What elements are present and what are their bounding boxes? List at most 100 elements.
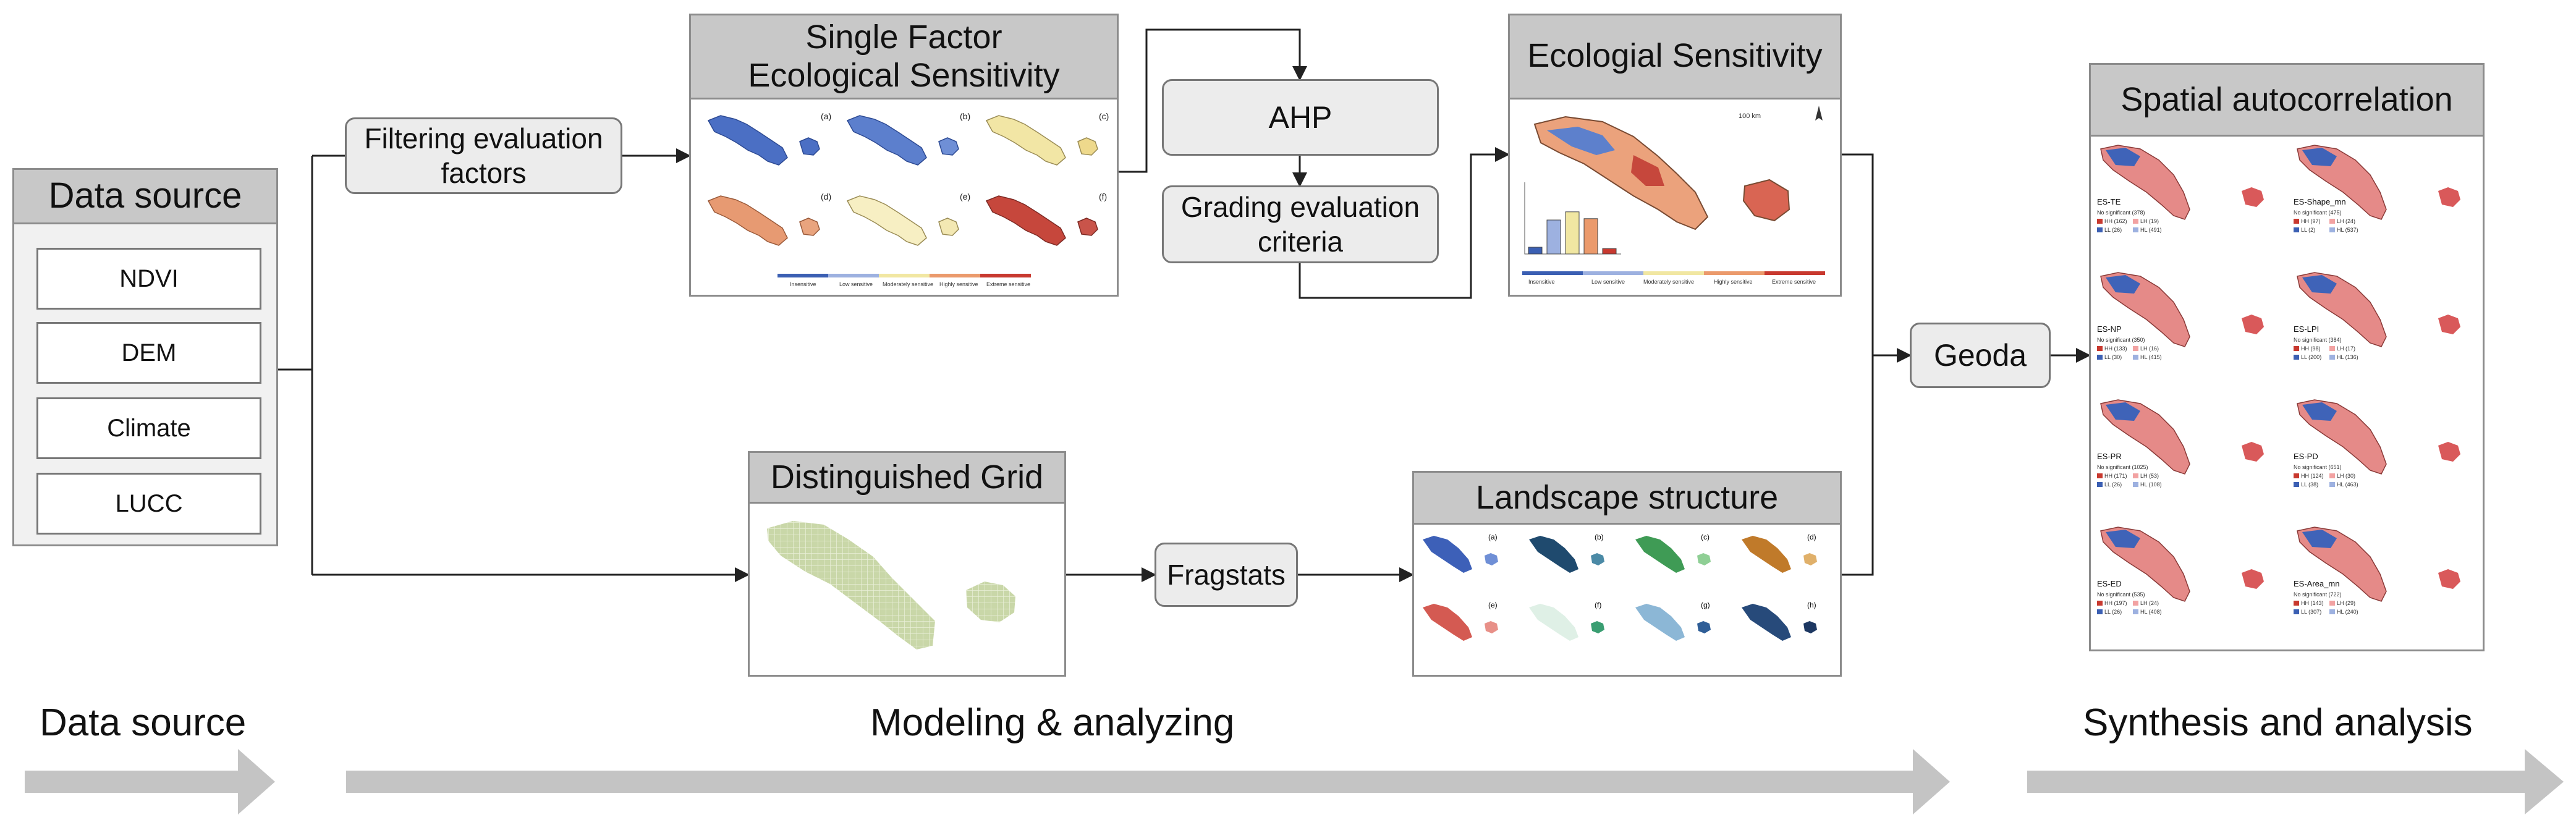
- single-factor-panel: Single Factor Ecological Sensitivity (a)…: [689, 14, 1119, 297]
- spatial-cluster-low: [2106, 530, 2140, 548]
- spatial-legend-swatch: [2329, 473, 2335, 478]
- data-source-panel: Data source NDVI DEM Climate LUCC: [12, 168, 278, 546]
- spatial-legend-swatch: [2133, 219, 2138, 224]
- spatial-ll-label: LL (38): [2301, 481, 2318, 488]
- grading-line2: criteria: [1257, 226, 1344, 258]
- spatial-ll-label: LL (2): [2301, 227, 2315, 233]
- spatial-hh-label: HH (197): [2104, 600, 2127, 606]
- sf-legend-2: Moderately sensitive: [883, 281, 933, 287]
- eco-bar-1: [1546, 219, 1561, 255]
- sf-panel-e: (e): [960, 192, 970, 201]
- spatial-map-blob: [2242, 442, 2264, 462]
- spatial-legend-swatch: [2133, 346, 2138, 351]
- spatial-legend-swatch: [2294, 609, 2299, 614]
- spatial-nosig-label: No significant (722): [2294, 591, 2342, 598]
- eco-sensitivity-title: Ecologial Sensitivity: [1510, 15, 1840, 99]
- spatial-hh-label: HH (143): [2301, 600, 2324, 606]
- sf-panel-b: (b): [960, 111, 970, 121]
- spatial-hh-label: HH (133): [2104, 345, 2127, 352]
- grid-map: [767, 521, 1015, 649]
- filtering-label: Filtering evaluation factors: [364, 122, 603, 189]
- spatial-hl-label: HL (491): [2140, 227, 2162, 233]
- spatial-cluster-low: [2106, 148, 2140, 166]
- spatial-cluster-low: [2302, 148, 2337, 166]
- spatial-map-blob: [2438, 315, 2460, 334]
- sf-legend-3: Highly sensitive: [939, 281, 978, 287]
- sf-panel-c: (c): [1099, 111, 1109, 121]
- spatial-hh-label: HH (171): [2104, 473, 2127, 479]
- spatial-hh-label: HH (98): [2301, 345, 2321, 352]
- spatial-hl-label: HL (108): [2140, 481, 2162, 488]
- spatial-legend-swatch: [2329, 219, 2335, 224]
- spatial-nosig-label: No significant (378): [2097, 209, 2145, 216]
- sf-panel-a: (a): [821, 111, 831, 121]
- single-factor-title: Single Factor Ecological Sensitivity: [691, 15, 1117, 99]
- data-source-body: NDVI DEM Climate LUCC: [14, 224, 276, 544]
- spatial-ll-label: LL (26): [2104, 227, 2122, 233]
- grading-node: Grading evaluation criteria: [1162, 185, 1439, 263]
- spatial-legend-swatch: [2133, 355, 2138, 360]
- spatial-lh-label: LH (30): [2337, 473, 2355, 479]
- spatial-hh-label: HH (97): [2301, 218, 2321, 224]
- spatial-legend-swatch: [2133, 473, 2138, 478]
- sf-panel-f: (f): [1099, 192, 1107, 201]
- spatial-hl-label: HL (415): [2140, 354, 2162, 360]
- single-factor-title-line1: Single Factor: [805, 19, 1002, 56]
- eco-bar-0: [1528, 247, 1543, 255]
- spatial-map-blob: [2242, 315, 2264, 334]
- landscape-body: (a) (b) (c) (d) (e) (f): [1414, 525, 1840, 675]
- spatial-title: Spatial autocorrelation: [2091, 65, 2483, 137]
- eco-legend-1: Low sensitive: [1591, 279, 1625, 285]
- spatial-ll-label: LL (200): [2301, 354, 2321, 360]
- spatial-map-blob: [2438, 442, 2460, 462]
- spatial-ll-label: LL (26): [2104, 481, 2122, 488]
- geoda-label: Geoda: [1933, 338, 2027, 373]
- spatial-map-blob: [2242, 569, 2264, 589]
- spatial-cluster-low: [2302, 275, 2337, 294]
- spatial-legend-swatch: [2329, 601, 2335, 606]
- stage-label-data-source: Data source: [40, 701, 247, 744]
- stage-label-synthesis: Synthesis and analysis: [2083, 701, 2473, 744]
- grading-line1: Grading evaluation: [1180, 191, 1420, 223]
- spatial-name-label: ES-Area_mn: [2294, 579, 2339, 588]
- spatial-legend-swatch: [2097, 227, 2103, 232]
- source-ndvi: NDVI: [36, 248, 261, 310]
- spatial-cluster-low: [2106, 402, 2140, 421]
- spatial-legend-swatch: [2294, 219, 2299, 224]
- spatial-legend-swatch: [2133, 601, 2138, 606]
- grid-title: Distinguished Grid: [750, 453, 1064, 504]
- data-source-title: Data source: [14, 170, 276, 224]
- spatial-name-label: ES-LPI: [2294, 324, 2319, 334]
- spatial-hh-label: HH (162): [2104, 218, 2127, 224]
- spatial-hl-label: HL (240): [2337, 609, 2358, 615]
- spatial-map-blob: [2438, 187, 2460, 207]
- spatial-legend-swatch: [2294, 227, 2299, 232]
- eco-bar-4: [1602, 248, 1617, 255]
- spatial-nosig-label: No significant (350): [2097, 337, 2145, 343]
- sf-legend-0: Insensitive: [790, 281, 816, 287]
- spatial-cluster-low: [2106, 275, 2140, 294]
- north-arrow-icon: [1815, 106, 1823, 121]
- spatial-lh-label: LH (16): [2140, 345, 2159, 352]
- eco-sensitivity-body: 100 km Insensitive Low sensitive Moderat…: [1510, 99, 1840, 295]
- spatial-name-label: ES-PR: [2097, 452, 2122, 461]
- single-factor-title-line2: Ecological Sensitivity: [748, 57, 1060, 94]
- spatial-legend-swatch: [2097, 355, 2103, 360]
- source-climate: Climate: [36, 397, 261, 459]
- spatial-name-label: ES-NP: [2097, 324, 2122, 334]
- spatial-ll-label: LL (26): [2104, 609, 2122, 615]
- ls-panel-a: (a): [1488, 533, 1498, 541]
- ls-panel-c: (c): [1701, 533, 1710, 541]
- spatial-legend-swatch: [2329, 227, 2335, 232]
- spatial-legend-swatch: [2097, 609, 2103, 614]
- spatial-legend-swatch: [2133, 227, 2138, 232]
- fragstats-node: Fragstats: [1155, 543, 1298, 607]
- sf-legend-1: Low sensitive: [839, 281, 873, 287]
- spatial-hl-label: HL (537): [2337, 227, 2358, 233]
